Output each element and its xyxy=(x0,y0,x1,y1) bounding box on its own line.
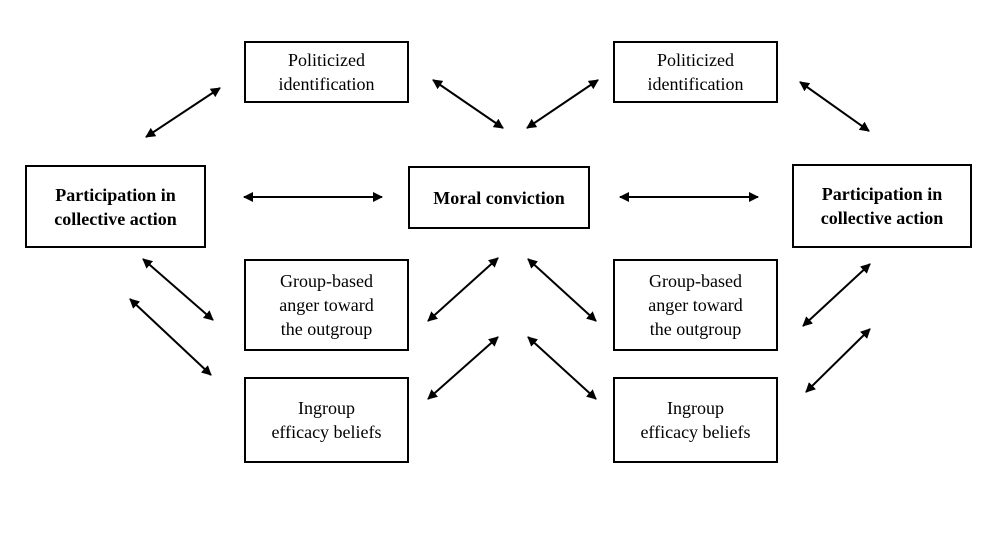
node-ingroup-efficacy-left: Ingroup efficacy beliefs xyxy=(244,377,409,463)
node-label: Politicized identification xyxy=(278,50,375,94)
node-label: Participation in collective action xyxy=(820,184,944,228)
arrow-efficacy-right-to-participation-right xyxy=(805,328,871,393)
arrow-moral-to-anger-right xyxy=(527,258,597,322)
node-label: Politicized identification xyxy=(647,50,744,94)
arrow-participation-left-to-politicized-left xyxy=(145,87,221,138)
node-label: Group-based anger toward the outgroup xyxy=(279,271,374,339)
arrow-moral-to-politicized-right xyxy=(526,79,599,129)
arrow-politicized-left-to-moral xyxy=(432,79,504,129)
node-ingroup-efficacy-right: Ingroup efficacy beliefs xyxy=(613,377,778,463)
node-label: Participation in collective action xyxy=(54,184,177,229)
node-label: Ingroup efficacy beliefs xyxy=(640,398,751,442)
node-label: Moral conviction xyxy=(433,187,565,208)
node-group-based-anger-left: Group-based anger toward the outgroup xyxy=(244,259,409,351)
node-politicized-identification-right: Politicized identification xyxy=(613,41,778,103)
arrow-moral-to-efficacy-right xyxy=(527,336,597,400)
arrow-politicized-right-to-participation-right xyxy=(799,81,870,132)
node-participation-collective-action-left: Participation in collective action xyxy=(25,165,206,248)
node-group-based-anger-right: Group-based anger toward the outgroup xyxy=(613,259,778,351)
node-politicized-identification-left: Politicized identification xyxy=(244,41,409,103)
arrow-anger-left-to-moral xyxy=(427,257,499,322)
arrow-participation-left-to-efficacy-left xyxy=(129,298,212,376)
node-moral-conviction: Moral conviction xyxy=(408,166,590,229)
node-label: Ingroup efficacy beliefs xyxy=(271,398,382,442)
node-label: Group-based anger toward the outgroup xyxy=(648,271,743,339)
node-participation-collective-action-right: Participation in collective action xyxy=(792,164,972,248)
arrow-anger-right-to-participation-right xyxy=(802,263,871,327)
arrow-efficacy-left-to-moral xyxy=(427,336,499,400)
arrow-participation-left-to-anger-left xyxy=(142,258,214,321)
